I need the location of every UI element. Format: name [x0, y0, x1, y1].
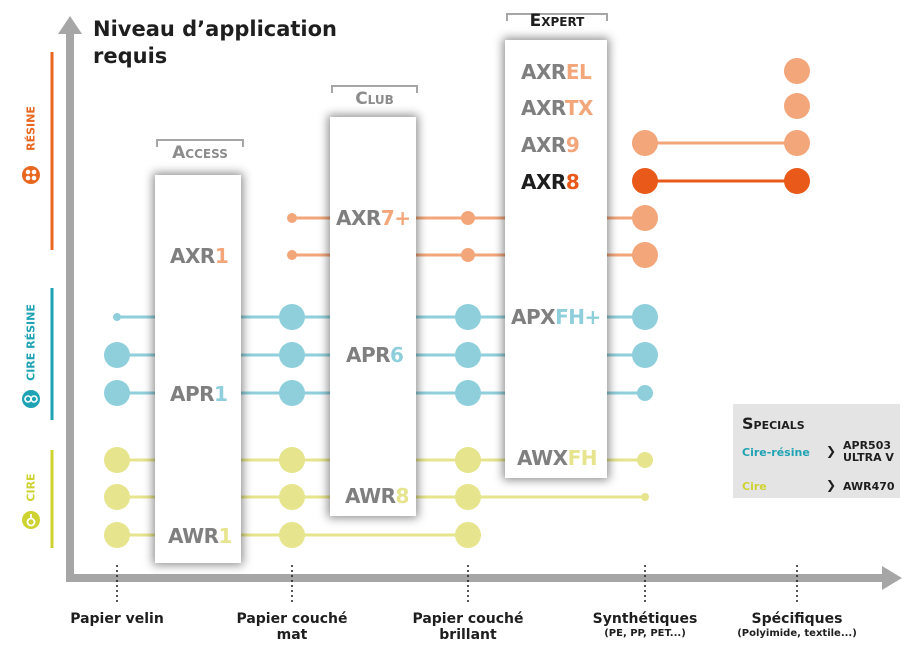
specials-title: Specials	[742, 414, 805, 433]
family-label-cire-resine: CIRE RÉSINE	[24, 304, 38, 381]
x-axis-arrowhead	[882, 566, 902, 590]
product-awxfh: AWXFH	[517, 446, 597, 470]
connector-dot	[104, 484, 130, 510]
x-label-specifiques: Spécifiques(Polyimide, textile...)	[737, 611, 857, 639]
connector-dot	[279, 342, 305, 368]
connector-dot	[637, 452, 653, 468]
y-axis-arrowhead	[58, 16, 82, 34]
product-apr6: APR6	[346, 343, 404, 367]
x-label-papier-velin: Papier velin	[70, 611, 164, 627]
x-tick-guides	[116, 565, 798, 605]
family-label-cire: CIRE	[24, 473, 38, 502]
specials-label-cire: Cire	[742, 480, 767, 493]
expert-column	[505, 40, 607, 478]
x-label-papier-couche-mat: Papier couché mat	[236, 611, 348, 643]
product-axr8: AXR8	[521, 170, 580, 194]
connector-dot	[287, 213, 297, 223]
connector-dot	[287, 250, 297, 260]
tier-label-expert: Expert	[529, 11, 585, 31]
connector-dot	[104, 447, 130, 473]
connector-dot	[455, 447, 481, 473]
connector-dot	[461, 211, 475, 225]
product-axrel: AXREL	[521, 60, 592, 84]
connector-dot	[637, 385, 653, 401]
specials-arrow-icon: ❯	[826, 478, 837, 492]
conn-axr-tx	[784, 93, 810, 119]
club-column	[330, 117, 416, 516]
connector-dot	[632, 130, 658, 156]
product-awr1: AWR1	[168, 524, 232, 548]
connector-dot	[455, 484, 481, 510]
product-apxfhplus: APXFH+	[511, 305, 601, 329]
connector-dot	[279, 484, 305, 510]
specials-value-ultra-v: ULTRA V	[843, 451, 894, 464]
cire-resine-icon	[22, 390, 40, 408]
specials-arrow-icon: ❯	[826, 444, 837, 458]
connector-dot	[784, 58, 810, 84]
connector-dot	[104, 342, 130, 368]
connector-dot	[632, 342, 658, 368]
specials-value-awr470: AWR470	[843, 480, 895, 493]
conn-axr9	[632, 130, 810, 156]
specials-value-apr503: APR503	[843, 439, 892, 452]
connector-dot	[455, 304, 481, 330]
tier-label-club: Club	[355, 89, 394, 109]
connector-dot	[279, 380, 305, 406]
x-label-synthetiques: Synthétiques(PE, PP, PET...)	[592, 611, 698, 639]
conn-axr8	[632, 168, 810, 194]
conn-axr-el	[784, 58, 810, 84]
connector-dot	[455, 380, 481, 406]
cire-icon	[22, 511, 40, 529]
tier-label-access: Access	[172, 143, 228, 163]
connector-dot	[632, 242, 658, 268]
product-axr7plus: AXR7+	[336, 206, 411, 230]
connector-dot	[455, 342, 481, 368]
access-column	[155, 175, 241, 563]
product-axr9: AXR9	[521, 133, 580, 157]
connector-dot	[641, 493, 649, 501]
connector-dot	[455, 522, 481, 548]
connector-dot	[784, 168, 810, 194]
specials-box: Specials Cire-résine ❯ APR503 ULTRA V Ci…	[733, 404, 900, 498]
connector-dot	[784, 130, 810, 156]
connector-dot	[632, 205, 658, 231]
product-axr1: AXR1	[170, 244, 229, 268]
connector-dot	[279, 304, 305, 330]
connector-dot	[104, 380, 130, 406]
x-label-papier-couche-brillant: Papier couché brillant	[412, 611, 524, 643]
product-axrtx: AXRTX	[521, 96, 593, 120]
resine-icon	[22, 166, 40, 184]
connector-dot	[461, 248, 475, 262]
connector-dot	[113, 313, 121, 321]
connector-dot	[104, 522, 130, 548]
specials-label-cire-resine: Cire-résine	[742, 446, 810, 459]
connector-dot	[279, 447, 305, 473]
connector-dot	[632, 168, 658, 194]
product-awr8: AWR8	[345, 484, 409, 508]
connector-dot	[279, 522, 305, 548]
product-apr1: APR1	[170, 382, 228, 406]
tier-brackets	[156, 13, 608, 147]
connector-dot	[784, 93, 810, 119]
y-axis-title: Niveau d’application requis	[93, 17, 338, 68]
family-label-resine: RÉSINE	[24, 106, 38, 151]
connector-dot	[632, 304, 658, 330]
